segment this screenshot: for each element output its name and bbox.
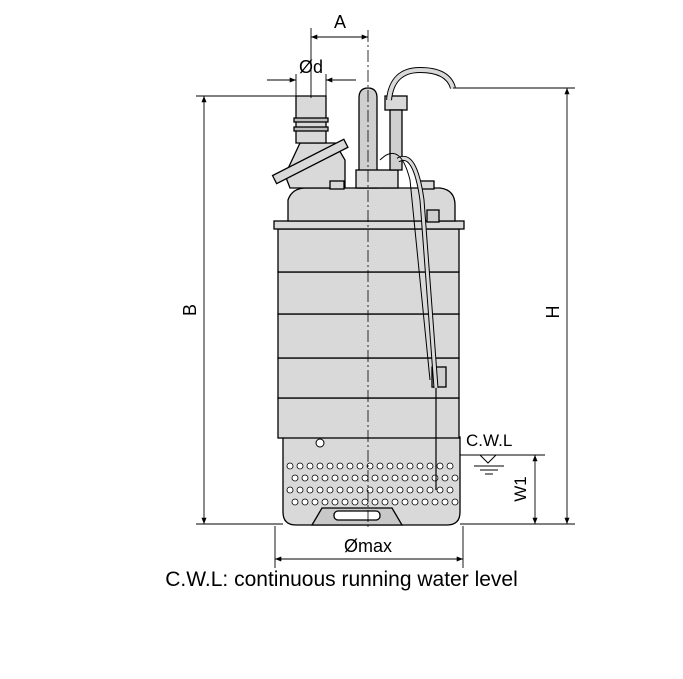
- strainer-hole: [361, 498, 369, 506]
- strainer-hole: [426, 486, 434, 494]
- strainer-hole: [416, 462, 424, 470]
- strainer-holes: [286, 462, 459, 506]
- strainer-hole: [451, 498, 459, 506]
- strainer-hole: [356, 462, 364, 470]
- strainer-hole: [401, 498, 409, 506]
- dimension-lines: [196, 28, 575, 568]
- strainer-hole: [341, 474, 349, 482]
- strainer-hole: [391, 474, 399, 482]
- dim-label-a: A: [334, 12, 346, 32]
- strainer-hole: [321, 474, 329, 482]
- strainer-hole: [381, 498, 389, 506]
- body-section-6: [277, 397, 460, 439]
- foot-slot: [333, 510, 381, 521]
- pump-body: [271, 87, 465, 526]
- strainer-hole: [316, 462, 324, 470]
- strainer-hole: [316, 486, 324, 494]
- strainer-hole: [331, 498, 339, 506]
- strainer-hole: [291, 498, 299, 506]
- strainer-hole: [326, 486, 334, 494]
- strainer-hole: [396, 486, 404, 494]
- strainer-hole: [401, 474, 409, 482]
- strainer-hole: [416, 486, 424, 494]
- strainer-hole: [421, 474, 429, 482]
- strainer-hole: [336, 486, 344, 494]
- cover-bolt-left: [329, 180, 345, 190]
- dim-label-max: Ømax: [344, 536, 392, 556]
- dim-label-h: H: [543, 306, 563, 319]
- strainer-hole: [346, 486, 354, 494]
- strainer-hole: [436, 486, 444, 494]
- strainer-hole: [431, 498, 439, 506]
- strainer-hole: [396, 462, 404, 470]
- strainer-hole: [381, 474, 389, 482]
- strainer-hole: [441, 498, 449, 506]
- strainer-hole: [311, 498, 319, 506]
- strainer-hole: [366, 462, 374, 470]
- strainer-hole: [356, 486, 364, 494]
- elbow-flange: [271, 138, 349, 185]
- strainer-hole: [446, 486, 454, 494]
- strainer-hole: [436, 462, 444, 470]
- strainer-hole: [301, 498, 309, 506]
- strainer-hole: [411, 498, 419, 506]
- strainer-hole: [431, 474, 439, 482]
- hose-ring-1: [293, 117, 329, 123]
- strainer-hole: [371, 474, 379, 482]
- strainer-hole: [421, 498, 429, 506]
- strainer-hole: [451, 474, 459, 482]
- strainer-hole: [321, 498, 329, 506]
- label-cwl: C.W.L: [466, 431, 512, 450]
- power-cable: [379, 66, 456, 490]
- strainer-hole: [376, 462, 384, 470]
- strainer-hole: [426, 462, 434, 470]
- dim-label-b: B: [180, 304, 200, 316]
- strainer-hole: [351, 474, 359, 482]
- strainer-hole: [286, 486, 294, 494]
- strainer-hole: [296, 486, 304, 494]
- strainer-hole: [326, 462, 334, 470]
- strainer-hole: [286, 462, 294, 470]
- strainer-hole: [386, 462, 394, 470]
- strainer-hole: [406, 462, 414, 470]
- dim-label-d: Ød: [299, 57, 323, 77]
- strainer-hole: [306, 462, 314, 470]
- strainer-hole: [336, 462, 344, 470]
- strainer-hole: [291, 474, 299, 482]
- strainer-hole: [366, 486, 374, 494]
- strainer-hole: [346, 462, 354, 470]
- body-section-2: [277, 228, 460, 273]
- strainer-hole: [446, 462, 454, 470]
- water-level-symbol: [474, 454, 504, 475]
- strainer-hole: [331, 474, 339, 482]
- hose-ring-2: [293, 126, 329, 132]
- strainer-hole: [306, 486, 314, 494]
- strainer-hole: [301, 474, 309, 482]
- strainer-hole: [351, 498, 359, 506]
- strainer-hole: [296, 462, 304, 470]
- strainer-hole: [341, 498, 349, 506]
- strainer-hole: [406, 486, 414, 494]
- strainer-hole: [391, 498, 399, 506]
- strainer-hole: [371, 498, 379, 506]
- strainer-hole: [311, 474, 319, 482]
- dim-label-w1: W1: [511, 476, 530, 502]
- strainer-hole: [411, 474, 419, 482]
- cable-gland-block: [355, 169, 399, 189]
- clamp: [426, 209, 440, 223]
- strainer-hole: [361, 474, 369, 482]
- strainer-hole: [386, 486, 394, 494]
- cable-gland: [389, 109, 403, 171]
- strainer-hole: [441, 474, 449, 482]
- strainer-hole: [376, 486, 384, 494]
- caption: C.W.L: continuous running water level: [165, 568, 518, 591]
- drain-plug: [315, 438, 325, 448]
